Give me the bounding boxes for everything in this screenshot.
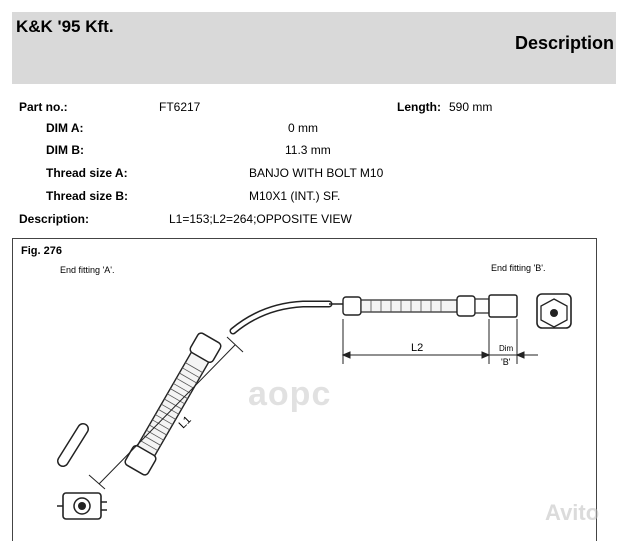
l2-label: L2 — [411, 342, 423, 354]
brand-name: K&K '95 Kft. — [16, 17, 114, 36]
part-no-label: Part no.: — [19, 100, 68, 114]
watermark-avito: Avito — [545, 500, 600, 525]
watermark-logo: аорс — [248, 375, 332, 413]
hose-body-b — [342, 294, 518, 318]
description-value: L1=153;L2=264;OPPOSITE VIEW — [169, 212, 352, 226]
dim-b-dimension — [489, 319, 538, 364]
part-no-value: FT6217 — [159, 100, 201, 114]
section-title: Description — [514, 33, 614, 53]
thread-a-label: Thread size A: — [46, 166, 128, 180]
thread-a-value: BANJO WITH BOLT M10 — [249, 166, 384, 180]
end-fitting-b-label: End fitting 'B'. — [491, 263, 546, 273]
figure-title: Fig. 276 — [21, 245, 62, 257]
banjo-fitting-view — [57, 492, 107, 520]
l1-label: L1 — [177, 414, 194, 431]
fitting-b-end-view — [536, 293, 572, 329]
dim-b-marker: 'B' — [501, 357, 511, 367]
dim-a-value: 0 mm — [288, 121, 318, 135]
description-label: Description: — [19, 212, 90, 226]
dim-a-label: DIM A: — [46, 121, 84, 135]
thread-b-value: M10X1 (INT.) SF. — [249, 189, 341, 203]
end-fitting-a-label: End fitting 'A'. — [60, 265, 115, 275]
thread-b-label: Thread size B: — [46, 189, 129, 203]
hose-figure: Fig. 276 End fitting 'A'. End fitting 'B… — [12, 238, 597, 541]
dim-b-value: 11.3 mm — [285, 143, 331, 157]
hose-body-a — [124, 332, 222, 476]
hose-drawing: L1 L2 — [57, 293, 572, 520]
l1-dimension — [88, 336, 244, 490]
header-bar: K&K '95 Kft. Description — [12, 12, 616, 84]
length-label: Length: — [397, 100, 441, 114]
l2-dimension — [341, 319, 491, 364]
dim-b-label: Dim — [499, 344, 514, 353]
dim-b-label: DIM B: — [46, 143, 84, 157]
length-value: 590 mm — [449, 100, 493, 114]
